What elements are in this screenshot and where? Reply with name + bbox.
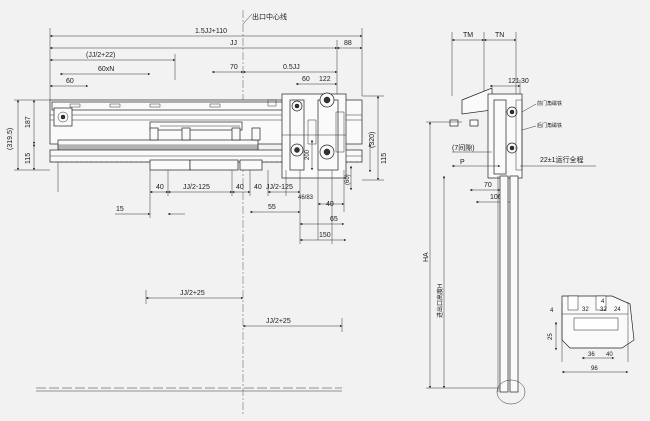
dim-jj-plus-b: JJ/2+25 <box>266 318 291 325</box>
left-dimensions: (319.5) 187 115 <box>7 99 50 171</box>
door-mechanism <box>281 92 347 179</box>
dim-115-right: 115 <box>381 153 388 164</box>
profile-dim-32a: 32 <box>582 307 589 313</box>
profile-dim-24: 24 <box>614 307 621 313</box>
top-dimensions: 1.5JJ+110 JJ 88 (JJ/2+22) 70 0.5JJ 60 60… <box>49 28 363 133</box>
dim-150: 150 <box>319 232 331 239</box>
dim-tm: TM <box>463 32 473 39</box>
bottom-dimensions: 40 JJ/2-125 40 40 JJ/2-125 46/83 40 15 5… <box>115 184 347 332</box>
dim-ha: HA <box>423 252 430 262</box>
dim-106: 106 <box>490 194 502 201</box>
dim-60xn: 60xN <box>98 66 114 73</box>
right-dimensions: (320) 115 (60) 200 <box>305 95 388 191</box>
label-front-magnet: 前门角磁铁 <box>537 100 562 107</box>
run-label: 22±1运行全程 <box>540 155 584 164</box>
dim-187: 187 <box>25 116 32 128</box>
side-view: TM TN 121 30 前门角磁铁 后门角磁铁 (7间隙) P 22±1运行全… <box>423 32 596 405</box>
dim-60-right: 60 <box>302 76 310 83</box>
dim-55: 55 <box>268 204 276 211</box>
dim-65: 65 <box>330 216 338 223</box>
profile-dim-32b: 32 <box>600 307 607 313</box>
dim-overall: 1.5JJ+110 <box>195 28 227 35</box>
dim-p: P <box>460 159 465 166</box>
sill-profile: 4 32 4 32 24 25 36 40 96 <box>548 295 635 374</box>
dim-15: 15 <box>116 206 124 213</box>
dim-tn: TN <box>495 32 504 39</box>
dim-jj-plus-a: JJ/2+25 <box>180 290 205 297</box>
dim-320: (320) <box>369 132 376 148</box>
dim-200: 200 <box>305 149 311 160</box>
profile-dim-36: 36 <box>588 352 595 358</box>
dim-height-label: 进出口高度H <box>436 284 444 318</box>
center-line-label: 出口中心线 <box>252 12 287 21</box>
dim-30: 30 <box>521 78 529 85</box>
center-leader <box>242 13 253 25</box>
profile-dim-40: 40 <box>606 352 613 358</box>
dim-121: 121 <box>508 78 520 85</box>
dim-40-b: 40 <box>236 184 244 191</box>
dim-jj: JJ <box>230 40 237 47</box>
dim-jj-minus-b: JJ/2-125 <box>266 184 293 191</box>
dim-46-83: 46/83 <box>298 195 314 201</box>
dim-319: (319.5) <box>7 128 14 150</box>
dim-88: 88 <box>344 40 352 47</box>
dim-60: 60 <box>66 78 74 85</box>
dim-115: 115 <box>25 153 32 164</box>
dim-70-side: 70 <box>484 182 492 189</box>
dim-40-c: 40 <box>254 184 262 191</box>
dim-half-jj: 0.5JJ <box>283 64 300 71</box>
dim-122: 122 <box>319 76 331 83</box>
profile-dim-4a: 4 <box>550 308 554 314</box>
label-rear-magnet: 后门角磁铁 <box>537 122 562 129</box>
dim-half-jj-plus: (JJ/2+22) <box>86 52 115 59</box>
dim-40-d: 40 <box>326 201 334 208</box>
gap-label: (7间隙) <box>452 143 475 152</box>
profile-dim-25: 25 <box>548 333 554 340</box>
dim-60-paren: (60) <box>345 174 351 185</box>
profile-dim-96: 96 <box>591 366 598 372</box>
dim-jj-minus-a: JJ/2-125 <box>183 184 210 191</box>
dim-70: 70 <box>230 64 238 71</box>
dim-40-a: 40 <box>156 184 164 191</box>
profile-dim-4b: 4 <box>601 299 605 305</box>
